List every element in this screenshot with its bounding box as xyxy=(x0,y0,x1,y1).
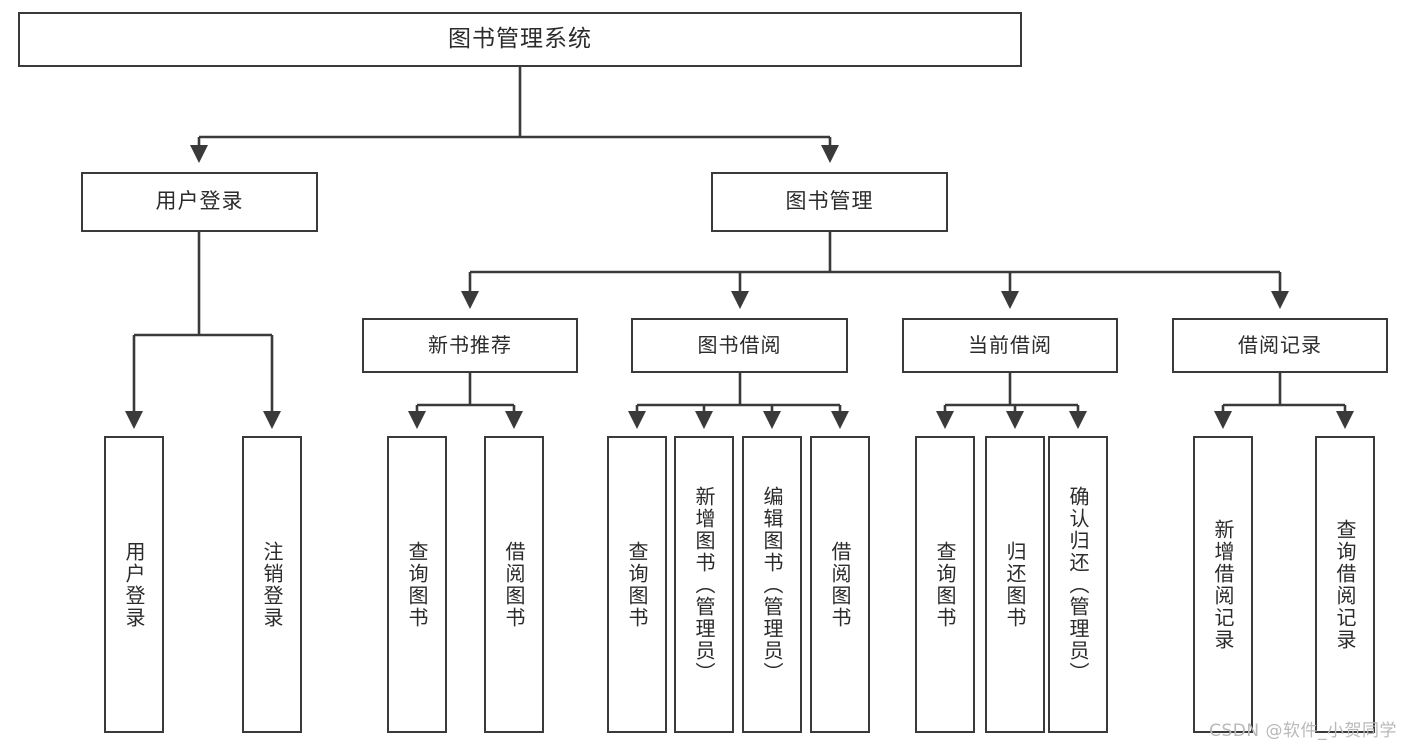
watermark: CSDN @软件_小贺同学 xyxy=(1209,721,1397,741)
leaf-label: 查询图书 xyxy=(625,540,649,629)
leaf-label: 新增图书（管理员） xyxy=(692,485,716,684)
leaf-current-confirm-return[interactable]: 确认归还（管理员） xyxy=(1048,436,1108,733)
leaf-label: 借阅图书 xyxy=(502,540,526,629)
leaf-label: 新增借阅记录 xyxy=(1211,518,1235,651)
leaf-new-book-query[interactable]: 查询图书 xyxy=(387,436,447,733)
node-current-borrow[interactable]: 当前借阅 xyxy=(902,318,1118,373)
node-root-label: 图书管理系统 xyxy=(448,25,592,52)
node-book-borrow[interactable]: 图书借阅 xyxy=(631,318,848,373)
leaf-user-login-login[interactable]: 用户登录 xyxy=(104,436,164,733)
leaf-borrow-add-book[interactable]: 新增图书（管理员） xyxy=(674,436,734,733)
leaf-label: 用户登录 xyxy=(122,540,146,629)
leaf-current-query-book[interactable]: 查询图书 xyxy=(915,436,975,733)
leaf-new-book-borrow[interactable]: 借阅图书 xyxy=(484,436,544,733)
node-user-login[interactable]: 用户登录 xyxy=(81,172,318,232)
leaf-label: 查询图书 xyxy=(405,540,429,629)
node-user-login-label: 用户登录 xyxy=(155,189,244,214)
leaf-label: 查询借阅记录 xyxy=(1333,518,1357,651)
leaf-label: 确认归还（管理员） xyxy=(1066,485,1090,684)
node-root[interactable]: 图书管理系统 xyxy=(18,12,1022,67)
leaf-borrow-edit-book[interactable]: 编辑图书（管理员） xyxy=(742,436,802,733)
leaf-label: 注销登录 xyxy=(260,540,284,629)
leaf-label: 借阅图书 xyxy=(828,540,852,629)
node-book-borrow-label: 图书借阅 xyxy=(697,333,782,358)
node-borrow-record-label: 借阅记录 xyxy=(1238,333,1322,358)
node-new-book-recommend-label: 新书推荐 xyxy=(428,333,512,358)
leaf-record-query[interactable]: 查询借阅记录 xyxy=(1315,436,1375,733)
leaf-label: 编辑图书（管理员） xyxy=(760,485,784,684)
node-new-book-recommend[interactable]: 新书推荐 xyxy=(362,318,578,373)
node-book-management-label: 图书管理 xyxy=(785,189,874,214)
leaf-label: 查询图书 xyxy=(933,540,957,629)
leaf-current-return-book[interactable]: 归还图书 xyxy=(985,436,1045,733)
leaf-borrow-query-book[interactable]: 查询图书 xyxy=(607,436,667,733)
node-borrow-record[interactable]: 借阅记录 xyxy=(1172,318,1388,373)
leaf-borrow-borrow-book[interactable]: 借阅图书 xyxy=(810,436,870,733)
leaf-user-login-logout[interactable]: 注销登录 xyxy=(242,436,302,733)
node-book-management[interactable]: 图书管理 xyxy=(711,172,948,232)
node-current-borrow-label: 当前借阅 xyxy=(968,333,1052,358)
leaf-label: 归还图书 xyxy=(1003,540,1027,629)
leaf-record-add[interactable]: 新增借阅记录 xyxy=(1193,436,1253,733)
